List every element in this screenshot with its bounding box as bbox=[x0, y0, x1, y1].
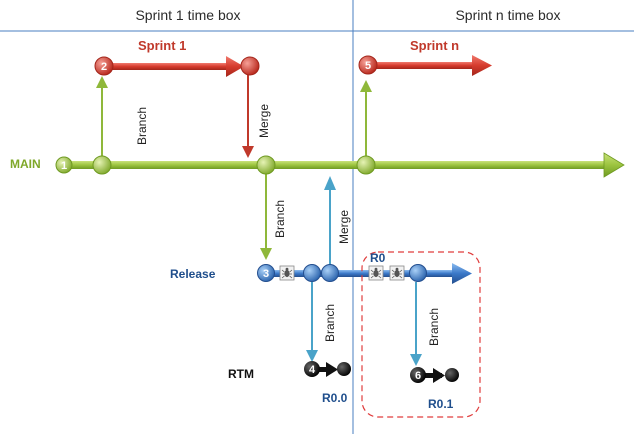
sprint1-timebox-title: Sprint 1 time box bbox=[135, 7, 240, 23]
marker-4: 4 bbox=[304, 361, 320, 377]
sprint1-label: Sprint 1 bbox=[138, 38, 186, 53]
branch-arrow-release-to-rtm-r00 bbox=[306, 282, 318, 362]
main-node bbox=[256, 155, 276, 175]
bug-icon bbox=[279, 265, 295, 281]
rtm-branch-line-r00 bbox=[312, 362, 338, 377]
svg-text:5: 5 bbox=[365, 60, 371, 72]
rtm-node bbox=[337, 362, 351, 376]
release-version-r0: R0 bbox=[370, 251, 386, 265]
branch-arrow-release-to-rtm-r01 bbox=[410, 282, 422, 366]
sprintn-branch-line bbox=[368, 55, 492, 76]
svg-text:3: 3 bbox=[263, 268, 269, 280]
sprintn-timebox-title: Sprint n time box bbox=[455, 7, 560, 23]
branch-arrow-main-to-release bbox=[260, 172, 272, 260]
merge-arrow-sprint1-to-main bbox=[242, 74, 254, 158]
merge-label-release: Merge bbox=[337, 210, 351, 244]
marker-6: 6 bbox=[410, 367, 426, 383]
release-version-r00: R0.0 bbox=[322, 391, 348, 405]
svg-text:4: 4 bbox=[309, 364, 316, 376]
branch-label-sprint1: Branch bbox=[135, 107, 149, 145]
sprintn-label: Sprint n bbox=[410, 38, 459, 53]
svg-text:6: 6 bbox=[415, 370, 421, 382]
sprint1-merge-node bbox=[240, 56, 260, 76]
main-node bbox=[92, 155, 112, 175]
bug-icon bbox=[389, 265, 405, 281]
rtm-node bbox=[445, 368, 459, 382]
branch-arrow-main-to-sprint1 bbox=[96, 76, 108, 160]
bug-icon bbox=[368, 265, 384, 281]
release-node bbox=[321, 264, 339, 282]
branch-label-rtm-r01: Branch bbox=[427, 308, 441, 346]
release-version-r01: R0.1 bbox=[428, 397, 454, 411]
branch-label-release: Branch bbox=[273, 200, 287, 238]
main-branch-line bbox=[60, 152, 625, 178]
main-node bbox=[356, 155, 376, 175]
release-node bbox=[409, 264, 427, 282]
merge-arrow-release-to-main bbox=[324, 176, 336, 268]
sprint1-branch-line bbox=[104, 56, 244, 77]
rtm-label: RTM bbox=[228, 367, 254, 381]
rtm-branch-line-r01 bbox=[418, 368, 445, 383]
merge-label-sprint1: Merge bbox=[257, 104, 271, 138]
branch-arrow-main-to-sprintn bbox=[360, 80, 372, 160]
release-node bbox=[303, 264, 321, 282]
marker-5: 5 bbox=[358, 55, 378, 75]
marker-1: 1 bbox=[55, 156, 73, 174]
svg-text:2: 2 bbox=[101, 61, 107, 73]
release-r01-highlight-box bbox=[361, 251, 481, 418]
main-branch-label: MAIN bbox=[10, 157, 41, 171]
marker-3: 3 bbox=[257, 264, 275, 282]
svg-text:1: 1 bbox=[61, 160, 67, 172]
release-branch-label: Release bbox=[170, 267, 216, 281]
branch-label-rtm-r00: Branch bbox=[323, 304, 337, 342]
marker-2: 2 bbox=[94, 56, 114, 76]
